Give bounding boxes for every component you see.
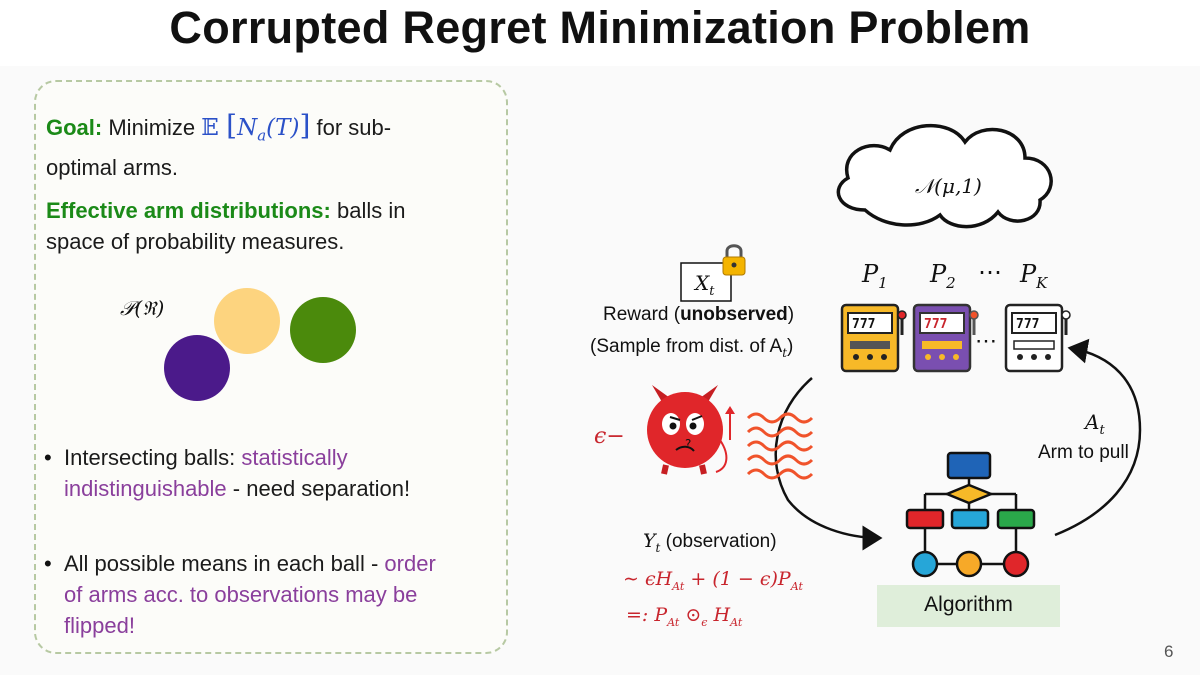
purple-ball [164, 335, 230, 401]
cloud-icon [836, 123, 1053, 229]
goal-paragraph: Goal: Minimize 𝔼 [Na(T)] for sub- optima… [46, 110, 486, 183]
bullet-2-d: flipped! [64, 613, 135, 638]
goal-text: Minimize [108, 115, 196, 140]
left-panel [34, 80, 508, 654]
observation-formula-1: ∼ ϵHAt + (1 − ϵ)PAt [623, 568, 803, 593]
slot-machine-2-icon: 777 [912, 303, 979, 373]
slot-machine-k-icon: 777 [1004, 303, 1071, 373]
bullet-2-glyph: • [44, 551, 52, 576]
noise-waves [746, 412, 814, 480]
epsilon-label: ϵ− [594, 424, 625, 449]
bullet-1-d: - need separation! [232, 476, 411, 501]
bullet-2: All possible means in each ball - order … [64, 548, 494, 641]
slide-title: Corrupted Regret Minimization Problem [169, 2, 1031, 53]
arm-label-k: PK [1020, 260, 1048, 292]
flowchart-icon [905, 451, 1036, 578]
arm-label-1: P1 [862, 260, 888, 292]
reward-sample-label: (Sample from dist. of At) [590, 336, 794, 360]
effective-paragraph: Effective arm distributions: balls in sp… [46, 195, 486, 257]
cloud-label: 𝒩(μ,1) [915, 174, 982, 198]
goal-text-3: optimal arms. [46, 154, 179, 180]
effective-label: Effective arm distributions: [46, 198, 331, 223]
algorithm-label: Algorithm [924, 593, 1013, 616]
bullet-2-c: of arms acc. to observations may be [64, 582, 418, 607]
svg-text:777: 777 [852, 317, 875, 332]
bullet-1-a: Intersecting balls: [64, 445, 236, 470]
observation-arrow [774, 377, 883, 551]
svg-text:777: 777 [1016, 317, 1039, 332]
bullet-2-a: All possible means in each ball - [64, 551, 379, 576]
lock-icon [722, 244, 746, 276]
bullet-1-b: statistically [241, 445, 348, 470]
diagram: 777 777 777 [647, 123, 1142, 627]
green-ball [290, 297, 356, 363]
svg-text:?: ? [685, 437, 691, 451]
arm-pull-label: Arm to pull [1038, 442, 1129, 463]
bullet-1-c: indistinguishable [64, 476, 227, 501]
arm-pull-variable: At [1085, 410, 1105, 438]
balls-illustration [164, 288, 356, 401]
slot-machine-1-icon: 777 [840, 303, 907, 373]
effective-text-1: balls in [336, 198, 406, 223]
reward-variable: Xt [695, 271, 715, 299]
svg-text:777: 777 [924, 317, 947, 332]
effective-text-2: space of probability measures. [46, 229, 345, 254]
arm-ellipsis: ⋯ [978, 259, 1002, 286]
bullet-1: Intersecting balls: statistically indist… [64, 442, 494, 504]
arm-pull-arrow [1054, 338, 1142, 537]
page-number: 6 [1164, 642, 1174, 661]
goal-math: 𝔼 [Na(T)] [201, 109, 311, 145]
yellow-ball [214, 288, 280, 354]
arm-label-2: P2 [930, 260, 956, 292]
goal-text-2: for sub- [316, 115, 392, 140]
observation-label: Yt (observation) [643, 530, 777, 555]
title-band: Corrupted Regret Minimization Problem [0, 0, 1200, 64]
machine-ellipsis: ⋯ [975, 328, 997, 353]
algorithm-box [877, 585, 1060, 627]
probability-space-label: 𝒫(ℜ) [120, 296, 165, 320]
bullet-2-b: order [384, 551, 436, 576]
bullet-1-glyph: • [44, 445, 52, 470]
reward-label: Reward (unobserved) [603, 304, 795, 325]
observation-formula-2: =: PAt ⊙ϵ HAt [626, 604, 743, 629]
goal-label: Goal: [46, 115, 103, 140]
devil-icon: ? [647, 385, 735, 475]
